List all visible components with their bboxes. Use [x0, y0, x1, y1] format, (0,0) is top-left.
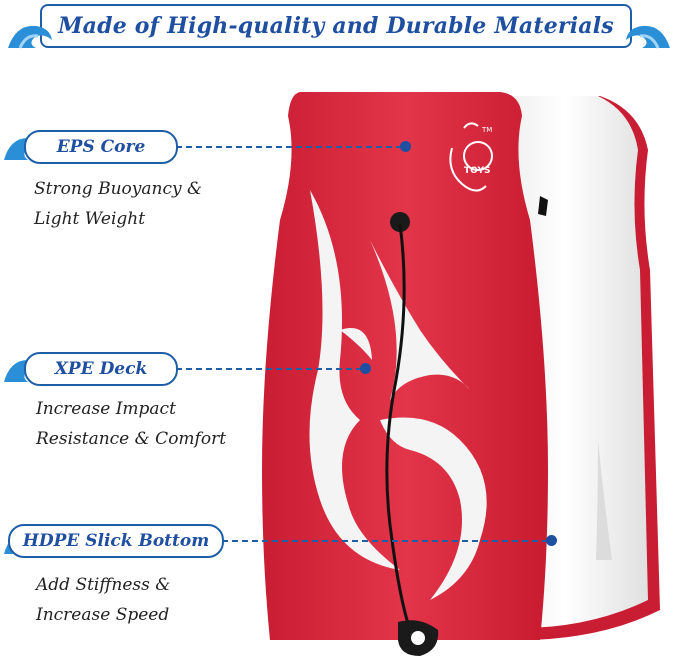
pointer-line: [176, 368, 362, 370]
description-line: Add Stiffness &: [36, 575, 171, 595]
trademark-mark: TM: [482, 126, 493, 134]
pointer-line: [176, 146, 402, 148]
pointer-line: [222, 540, 548, 542]
feature-label: HDPE Slick Bottom: [22, 531, 210, 551]
description-line: Resistance & Comfort: [36, 429, 227, 449]
wave-left-icon: [8, 25, 52, 49]
feature-label: EPS Core: [56, 137, 146, 157]
board-deck: [262, 92, 548, 656]
feature-label: XPE Deck: [54, 359, 148, 379]
feature-description: Increase Impact Resistance & Comfort: [36, 394, 226, 454]
feature-pill-xpe-deck: XPE Deck: [24, 352, 178, 386]
feature-description: Strong Buoyancy & Light Weight: [34, 174, 202, 234]
leash-cord: [385, 223, 412, 631]
pointer-dot: [400, 141, 411, 152]
logo-text: TOYS: [464, 166, 491, 176]
brand-logo: [449, 122, 493, 192]
description-line: Strong Buoyancy &: [34, 179, 203, 199]
tribal-graphic: [309, 190, 400, 570]
description-line: Light Weight: [34, 209, 146, 229]
description-line: Increase Speed: [36, 605, 170, 625]
feature-pill-hdpe-slick-bottom: HDPE Slick Bottom: [8, 524, 224, 558]
pointer-dot: [360, 363, 371, 374]
leash-plug: [390, 212, 410, 232]
feature-pill-eps-core: EPS Core: [24, 130, 178, 164]
pointer-dot: [546, 535, 557, 546]
wave-right-icon: [626, 25, 670, 49]
page-title: Made of High-quality and Durable Materia…: [58, 13, 614, 39]
description-line: Increase Impact: [36, 399, 176, 419]
feature-description: Add Stiffness & Increase Speed: [36, 570, 170, 630]
header-banner: Made of High-quality and Durable Materia…: [40, 4, 632, 48]
